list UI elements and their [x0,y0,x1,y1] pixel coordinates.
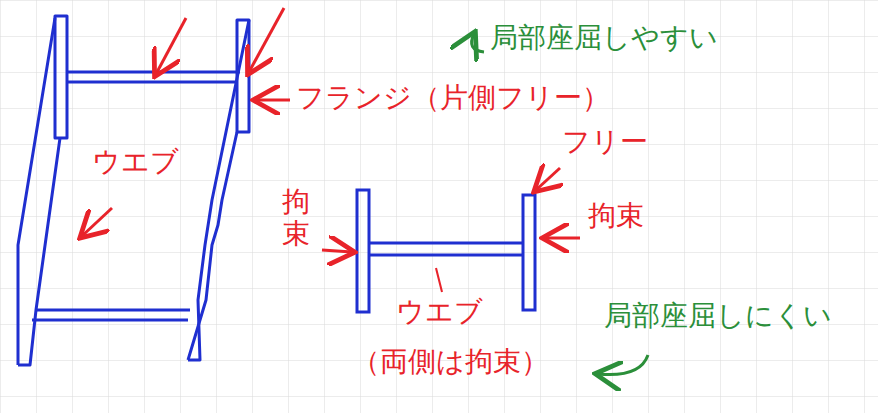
part-label: ウエブ [92,146,202,178]
h-section [357,190,535,312]
part-label: ウエブ [396,296,506,328]
constraint-label: 拘束 [588,200,668,232]
note: 局部座屈しやすい [490,22,790,54]
part-label: （両側は拘束） [352,346,592,378]
note: 局部座屈しにくい [604,300,878,332]
constraint-label: 拘束 [282,186,316,250]
channel-3d [18,16,249,365]
constraint-label: フリー [562,126,672,158]
part-label: フランジ（片側フリー） [296,82,626,114]
